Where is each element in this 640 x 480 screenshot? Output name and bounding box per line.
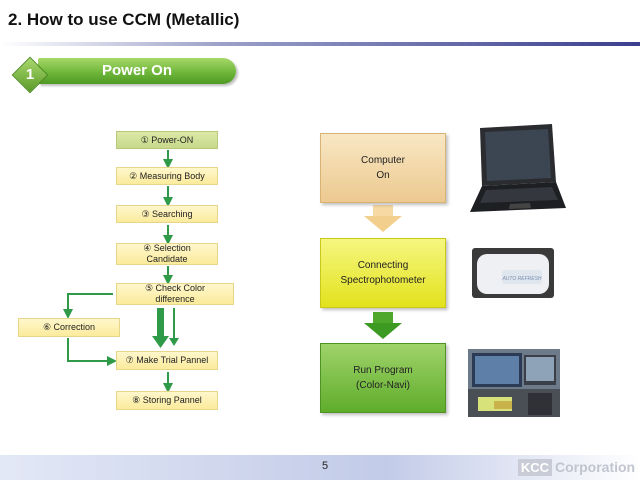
section-title: Power On	[101, 62, 172, 79]
step-num: ③	[141, 208, 150, 219]
device-label: AUTO REFRESH	[501, 276, 541, 282]
arrow-5-6	[63, 293, 113, 319]
company-logo-text: Corporation	[555, 459, 636, 475]
block-line2: Spectrophotometer	[340, 275, 426, 286]
step-measuring-body: ② Measuring Body	[116, 167, 218, 185]
step-label: Searching	[152, 208, 193, 219]
block-line2: (Color-Navi)	[356, 380, 410, 391]
block-line1: Connecting	[357, 260, 409, 271]
laptop-photo	[460, 120, 572, 220]
arrow-5-7-double	[152, 308, 179, 348]
step-num: ①	[140, 134, 149, 145]
step-make-trial-pannel: ⑦ Make Trial Pannel	[116, 351, 218, 370]
spectrophotometer-photo: AUTO REFRESH	[472, 248, 554, 298]
step-num: ⑤	[144, 283, 154, 293]
block-arrow-2	[364, 312, 402, 339]
step-correction: ⑥ Correction	[18, 318, 120, 337]
step-selection-candidate: ④ Selection Candidate	[116, 243, 218, 265]
step-num: ⑦	[125, 355, 134, 365]
page-title: 2. How to use CCM (Metallic)	[8, 10, 240, 29]
block-line2: On	[376, 170, 390, 181]
block-run-program: Run Program (Color-Navi)	[320, 343, 446, 413]
step-power-on: ① Power-ON	[116, 131, 218, 149]
step-num: ④	[143, 243, 152, 253]
step-label: Power-ON	[151, 134, 194, 145]
step-num: ⑥	[42, 322, 52, 332]
step-searching: ③ Searching	[116, 205, 218, 223]
program-screen-photo	[468, 349, 560, 417]
page-number: 5	[322, 460, 329, 472]
company-logo-mark: KCC	[518, 459, 552, 476]
step-num: ②	[129, 170, 138, 181]
step-label: Selection Candidate	[146, 243, 191, 264]
step-label: Storing Pannel	[142, 395, 202, 405]
section-header-bar	[38, 58, 236, 84]
block-arrow-1	[364, 205, 402, 232]
step-label: Correction	[53, 322, 96, 332]
step-check-color-difference: ⑤ Check Color difference	[116, 283, 234, 305]
step-storing-pannel: ⑧ Storing Pannel	[116, 391, 218, 410]
step-label: Measuring Body	[139, 170, 205, 181]
step-label: Check Color difference	[155, 283, 206, 304]
arrow-6-7	[67, 338, 117, 366]
section-number: 1	[25, 66, 35, 83]
step-label: Make Trial Pannel	[136, 355, 209, 365]
title-divider	[0, 42, 640, 46]
block-line1: Computer	[361, 155, 405, 166]
step-num: ⑧	[132, 395, 141, 405]
block-line1: Run Program	[353, 365, 413, 376]
